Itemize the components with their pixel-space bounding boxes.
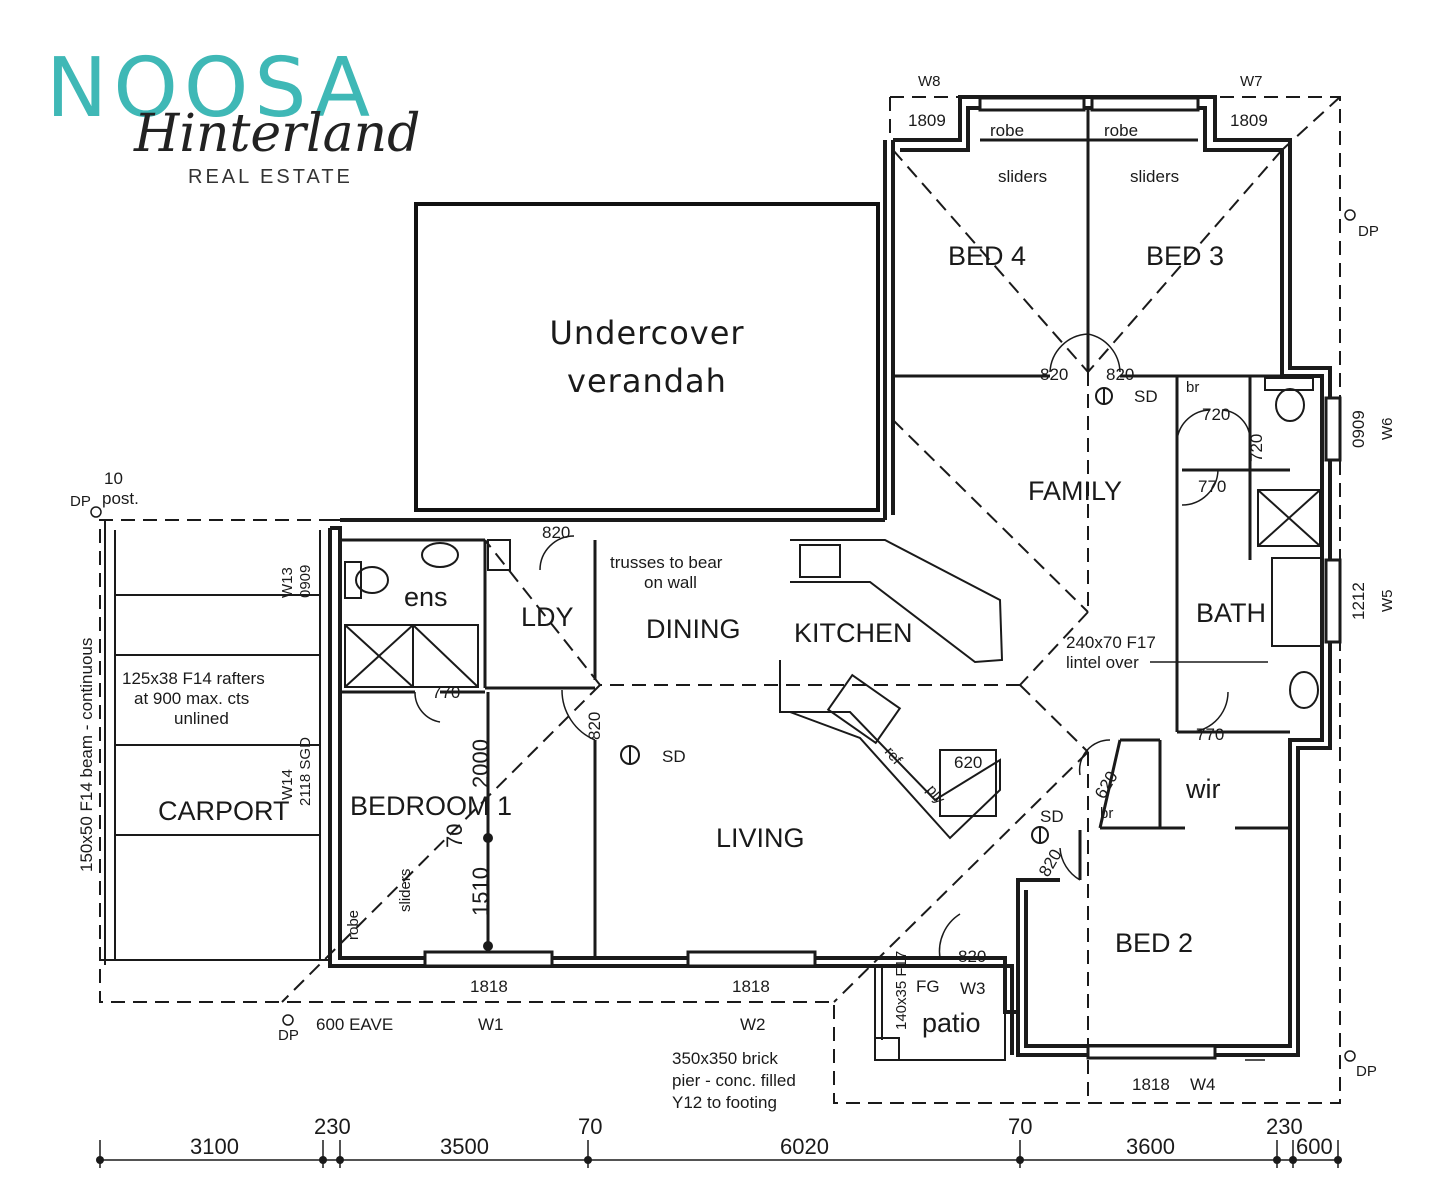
room-bed3: BED 3	[1146, 241, 1224, 271]
note-dp-post: DP	[70, 493, 91, 510]
note-sd-living: SD	[662, 747, 686, 766]
door-720-br: 720	[1202, 405, 1230, 424]
note-pier-2: pier - conc. filled	[672, 1071, 796, 1090]
window-w8: W8	[918, 73, 941, 90]
room-bed4: BED 4	[948, 241, 1026, 271]
window-w7-size: 1809	[1230, 111, 1268, 130]
note-dp-ne: DP	[1358, 223, 1379, 240]
verandah-overlay: Undercover verandah	[414, 202, 880, 512]
dim-70-right: 70	[1008, 1114, 1032, 1139]
window-w4: W4	[1190, 1075, 1216, 1094]
room-bed2: BED 2	[1115, 928, 1193, 958]
door-820-living: 820	[585, 712, 604, 740]
dim-3100: 3100	[190, 1134, 239, 1159]
door-770-ens: 770	[432, 683, 460, 702]
note-robe-bed3: robe	[1104, 121, 1138, 140]
room-family: FAMILY	[1028, 476, 1122, 506]
brand-script: Hinterland	[134, 104, 421, 164]
door-820-ldy: 820	[542, 523, 570, 542]
dim-600: 600	[1296, 1134, 1333, 1159]
note-sliders-bed1: sliders	[397, 869, 414, 912]
note-trusses-2: on wall	[644, 573, 697, 592]
dim-2000: 2000	[468, 739, 493, 788]
note-robe-bed4: robe	[990, 121, 1024, 140]
room-ldy: LDY	[521, 602, 574, 632]
note-post-2: post.	[102, 489, 139, 508]
note-post-1: 10	[104, 469, 123, 488]
note-w14b: 2118 SGD	[297, 737, 314, 806]
room-bedroom1: BEDROOM 1	[350, 791, 512, 821]
room-kitchen: KITCHEN	[794, 618, 913, 648]
dim-1510: 1510	[468, 867, 493, 916]
door-620-ply: 620	[954, 753, 982, 772]
dim-70-left: 70	[578, 1114, 602, 1139]
note-eave: 600 EAVE	[316, 1015, 393, 1034]
note-lintel-1: 240x70 F17	[1066, 633, 1156, 652]
note-br-bath: br	[1186, 379, 1199, 396]
window-w3: W3	[960, 979, 986, 998]
note-patio-post: 140x35 F17	[893, 951, 910, 1030]
note-sliders-bed3: sliders	[1130, 167, 1179, 186]
brand-name: NOOSA	[46, 41, 377, 136]
window-w1: W1	[478, 1015, 504, 1034]
dim-230-left: 230	[314, 1114, 351, 1139]
note-rafters-3: unlined	[174, 709, 229, 728]
note-sliders-bed4: sliders	[998, 167, 1047, 186]
note-br-wir: br	[1100, 805, 1113, 822]
brand-logo: NOOSA Hinterland REAL ESTATE	[46, 41, 420, 198]
verandah-label: Undercover verandah	[549, 314, 745, 400]
dim-70-internal: 70	[442, 824, 467, 848]
note-rafters-1: 125x38 F14 rafters	[122, 669, 265, 688]
room-wir: wir	[1185, 774, 1221, 804]
window-w2: W2	[740, 1015, 766, 1034]
window-w1-size: 1818	[470, 977, 508, 996]
note-w13a: W13	[279, 567, 296, 598]
room-carport: CARPORT	[158, 796, 290, 826]
note-w13b: 0909	[297, 565, 314, 598]
window-w2-size: 1818	[732, 977, 770, 996]
window-w8-size: 1809	[908, 111, 946, 130]
note-w14a: W14	[279, 769, 296, 800]
note-pier-3: Y12 to footing	[672, 1093, 777, 1112]
note-dp-se: DP	[1356, 1063, 1377, 1080]
note-rafters-2: at 900 max. cts	[134, 689, 249, 708]
room-living: LIVING	[716, 823, 805, 853]
door-820-bed4: 820	[1040, 365, 1068, 384]
window-w4-size: 1818	[1132, 1075, 1170, 1094]
note-sd-bed2: SD	[1040, 807, 1064, 826]
window-w5-size: 1212	[1349, 582, 1368, 620]
door-620-br: 620	[1091, 768, 1122, 802]
door-820-bed3: 820	[1106, 365, 1134, 384]
note-beam: 150x50 F14 beam - continuous	[77, 638, 96, 872]
window-w7: W7	[1240, 73, 1263, 90]
door-770-wir: 770	[1196, 725, 1224, 744]
note-ply: ply	[923, 782, 949, 808]
note-trusses-1: trusses to bear	[610, 553, 723, 572]
note-lintel-2: lintel over	[1066, 653, 1139, 672]
door-720-wc: 720	[1247, 434, 1266, 462]
door-770-bath: 770	[1198, 477, 1226, 496]
dim-3600: 3600	[1126, 1134, 1175, 1159]
window-w6-size: 0909	[1349, 410, 1368, 448]
note-dp-sw: DP	[278, 1027, 299, 1044]
note-sd-family: SD	[1134, 387, 1158, 406]
note-pier-1: 350x350 brick	[672, 1049, 778, 1068]
dim-6020: 6020	[780, 1134, 829, 1159]
window-w5: W5	[1379, 590, 1396, 613]
note-fg: FG	[916, 977, 940, 996]
room-bath: BATH	[1196, 598, 1266, 628]
door-820-patio: 820	[958, 947, 986, 966]
room-patio: patio	[922, 1008, 981, 1038]
room-dining: DINING	[646, 614, 741, 644]
window-w6: W6	[1379, 418, 1396, 441]
dim-3500: 3500	[440, 1134, 489, 1159]
brand-sub: REAL ESTATE	[188, 166, 353, 188]
note-robe-bed1: robe	[345, 910, 362, 940]
dim-230-right: 230	[1266, 1114, 1303, 1139]
room-ens: ens	[404, 582, 448, 612]
